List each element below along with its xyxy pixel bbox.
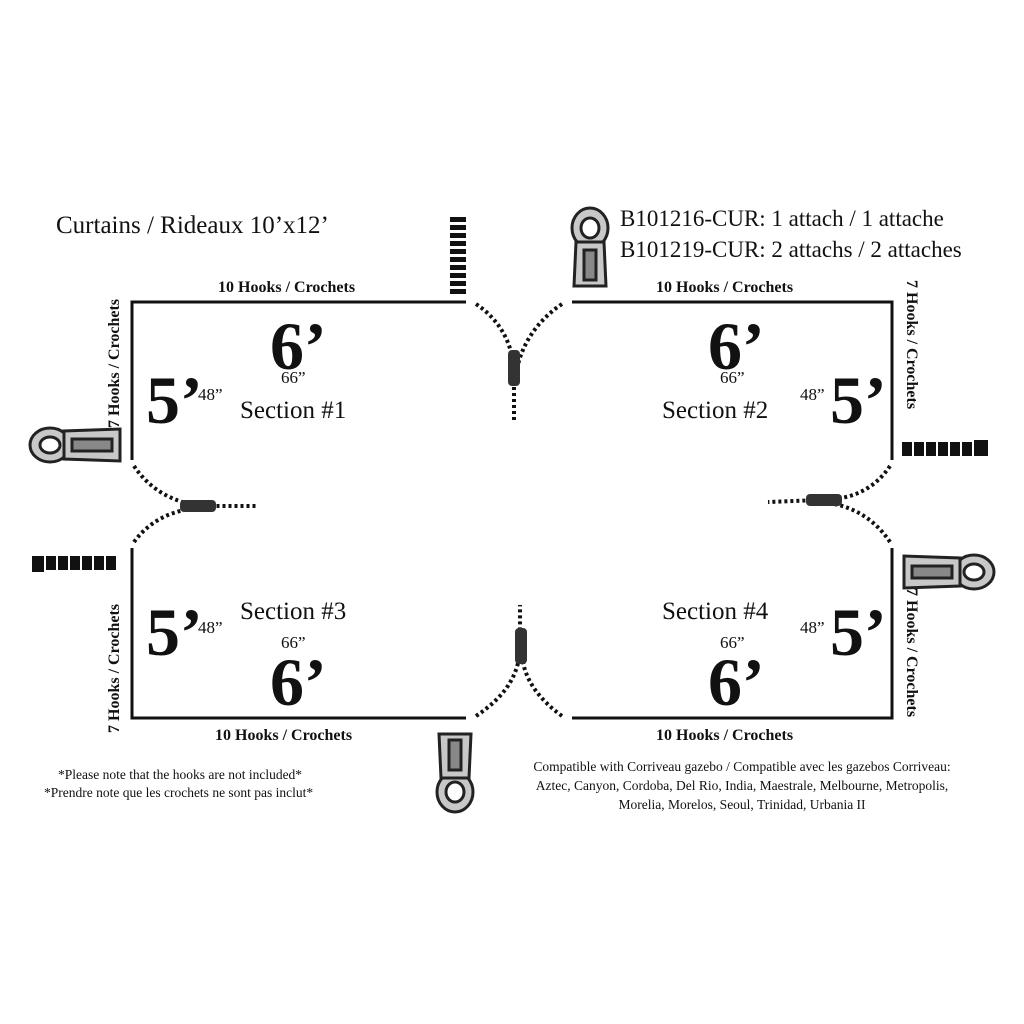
section-2-height-in: 48”	[800, 385, 825, 404]
section-4-label: Section #4	[662, 598, 769, 625]
compatibility-line-3: Morelia, Morelos, Seoul, Trinidad, Urban…	[618, 797, 866, 812]
section-3-frame	[130, 548, 466, 720]
note-english: *Please note that the hooks are not incl…	[58, 767, 303, 782]
section-4-height-ft: 5’	[830, 594, 887, 670]
section-2-height-ft: 5’	[830, 362, 887, 438]
hooks-label-top-left: 10 Hooks / Crochets	[218, 279, 356, 296]
section-1-label: Section #1	[240, 397, 347, 424]
section-3-height-ft: 5’	[146, 594, 203, 670]
sku-line-2: B101219-CUR: 2 attachs / 2 attaches	[620, 237, 962, 262]
section-2-label: Section #2	[662, 397, 769, 424]
section-1-width-in: 66”	[281, 368, 306, 387]
section-4-frame	[572, 548, 894, 720]
section-2-frame	[572, 300, 894, 460]
zipper-slider-icon	[180, 350, 842, 664]
zipper-pull-icon	[435, 732, 475, 814]
section-2-width-ft: 6’	[708, 308, 765, 384]
section-3-label: Section #3	[240, 598, 347, 625]
section-1-frame	[130, 300, 466, 460]
zipper-pull-icon	[28, 426, 122, 464]
compatibility-block: Compatible with Corriveau gazebo / Compa…	[492, 757, 992, 814]
zipper-pull-icon	[902, 553, 996, 591]
zipper-teeth-icon	[32, 556, 116, 572]
section-4-height-in: 48”	[800, 618, 825, 637]
hooks-label-bottom-right: 10 Hooks / Crochets	[656, 727, 794, 744]
zipper-pull-icon	[570, 206, 610, 288]
hooks-label-right-bottom: 7 Hooks / Crochets	[903, 588, 920, 718]
zipper-teeth-icon	[450, 214, 466, 294]
section-1-height-in: 48”	[198, 385, 223, 404]
section-4-width-ft: 6’	[708, 644, 765, 720]
hooks-label-bottom-left: 10 Hooks / Crochets	[215, 727, 353, 744]
compatibility-line-2: Aztec, Canyon, Cordoba, Del Rio, India, …	[535, 778, 949, 793]
section-3-width-in: 66”	[281, 633, 306, 652]
hooks-label-right-top: 7 Hooks / Crochets	[903, 280, 920, 410]
zipper-teeth-icon	[902, 440, 988, 456]
sku-line-1: B101216-CUR: 1 attach / 1 attache	[620, 206, 944, 231]
section-1-width-ft: 6’	[270, 308, 327, 384]
section-4-width-in: 66”	[720, 633, 745, 652]
hooks-label-left-bottom: 7 Hooks / Crochets	[106, 603, 123, 733]
section-3-width-ft: 6’	[270, 644, 327, 720]
note-french: *Prendre note que les crochets ne sont p…	[44, 785, 314, 800]
compatibility-line-1: Compatible with Corriveau gazebo / Compa…	[533, 759, 951, 774]
hooks-label-top-right: 10 Hooks / Crochets	[656, 279, 794, 296]
section-3-height-in: 48”	[198, 618, 223, 637]
hooks-label-left-top: 7 Hooks / Crochets	[106, 298, 123, 428]
section-1-height-ft: 5’	[146, 362, 203, 438]
section-2-width-in: 66”	[720, 368, 745, 387]
page-title: Curtains / Rideaux 10’x12’	[56, 212, 329, 239]
